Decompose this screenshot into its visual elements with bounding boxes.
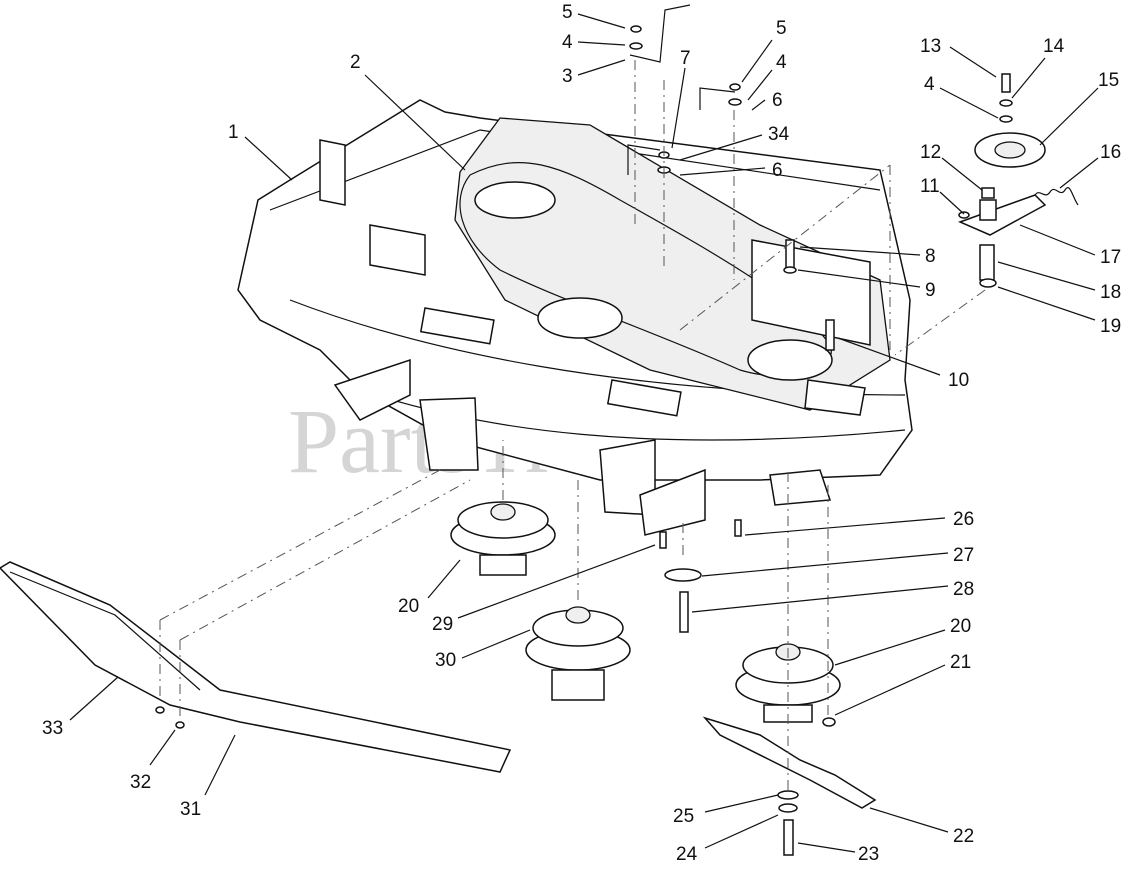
callout-6: 6 — [772, 160, 783, 181]
callout-26: 26 — [953, 509, 974, 530]
callout-28: 28 — [953, 579, 974, 600]
callout-17: 17 — [1100, 247, 1121, 268]
callout-9: 9 — [925, 280, 936, 301]
callout-33: 33 — [42, 718, 63, 739]
callout-15: 15 — [1098, 70, 1119, 91]
callout-3: 3 — [562, 66, 573, 87]
callout-21: 21 — [950, 652, 971, 673]
callout-5: 5 — [776, 18, 787, 39]
callout-1: 1 — [228, 122, 239, 143]
spindle-left — [450, 501, 556, 576]
callout-6: 6 — [772, 90, 783, 111]
callout-30: 30 — [435, 650, 456, 671]
callout-24: 24 — [676, 844, 698, 865]
callout-2: 2 — [350, 52, 361, 73]
baffle — [0, 561, 512, 773]
callout-23: 23 — [858, 844, 879, 865]
spindle-center — [525, 606, 631, 701]
callout-18: 18 — [1100, 282, 1121, 303]
callout-labels: 5 4 3 2 1 7 5 4 6 34 6 13 14 4 15 12 16 … — [42, 2, 1121, 865]
callout-27: 27 — [953, 545, 974, 566]
callout-22: 22 — [953, 826, 974, 847]
callout-4: 4 — [924, 74, 935, 95]
callout-14: 14 — [1043, 36, 1065, 57]
callout-31: 31 — [180, 799, 201, 820]
callout-34: 34 — [768, 124, 790, 145]
callout-12: 12 — [920, 142, 941, 163]
callout-20: 20 — [398, 596, 419, 617]
callout-32: 32 — [130, 772, 151, 793]
front-brackets — [333, 358, 832, 536]
blade — [702, 716, 877, 809]
callout-29: 29 — [432, 614, 453, 635]
callout-10: 10 — [948, 370, 969, 391]
leader-lines — [69, 13, 1099, 853]
callout-19: 19 — [1100, 316, 1121, 337]
callout-25: 25 — [673, 806, 694, 827]
callout-4: 4 — [562, 32, 573, 53]
callout-7: 7 — [680, 48, 691, 69]
callout-13: 13 — [920, 36, 941, 57]
callout-20: 20 — [950, 616, 971, 637]
idler-assembly — [957, 73, 1079, 288]
callout-4: 4 — [776, 52, 787, 73]
callout-8: 8 — [925, 246, 936, 267]
callout-5: 5 — [562, 2, 573, 23]
hardware — [155, 4, 836, 856]
callout-16: 16 — [1100, 142, 1121, 163]
callout-11: 11 — [920, 176, 940, 197]
center-lines — [159, 60, 986, 790]
